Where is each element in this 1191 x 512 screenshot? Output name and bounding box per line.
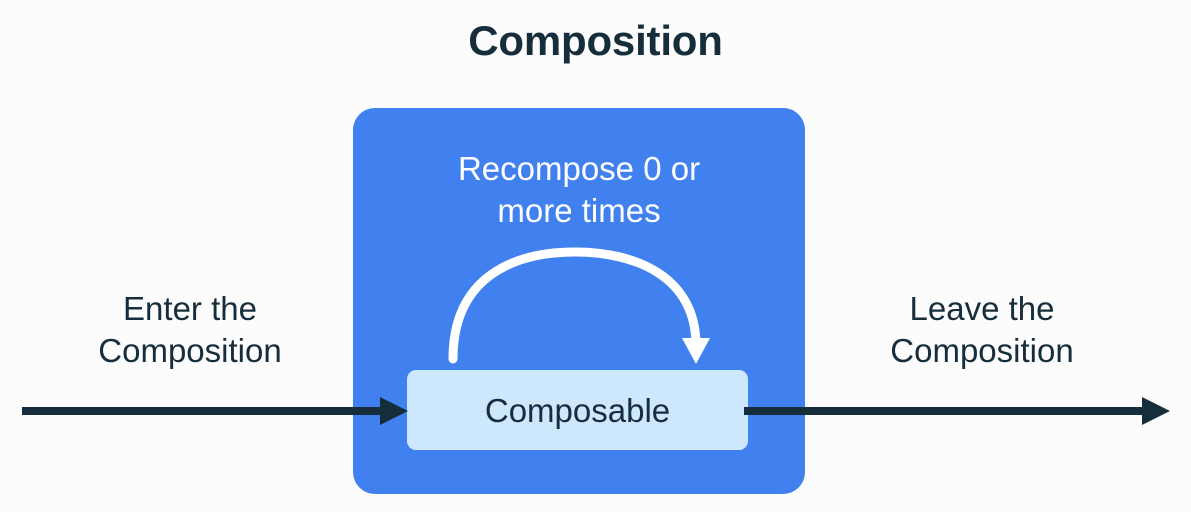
page-title: Composition	[468, 17, 723, 64]
recompose-label: Recompose 0 or more times	[457, 150, 701, 230]
leave-arrow-right-icon	[744, 397, 1170, 425]
composable-box: Composable	[407, 370, 748, 450]
enter-arrow-right-icon	[22, 397, 408, 425]
enter-composition-label: Enter the Composition	[98, 290, 282, 370]
curved-loop-arrow-icon	[448, 247, 710, 364]
composable-label: Composable	[484, 391, 671, 429]
leave-composition-label: Leave the Composition	[890, 290, 1074, 370]
